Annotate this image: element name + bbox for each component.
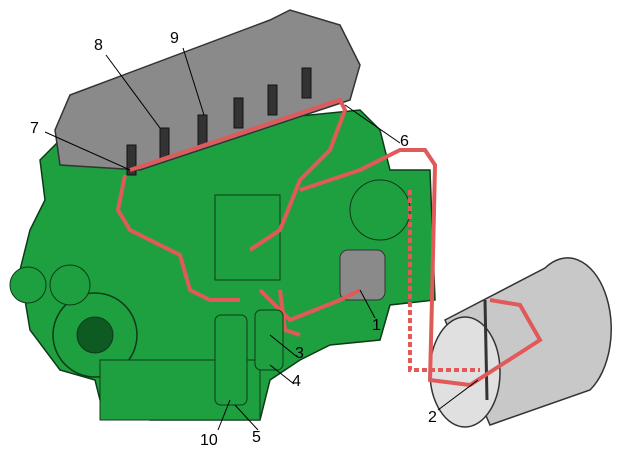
leader-lines xyxy=(44,47,479,431)
callout-3: 3 xyxy=(295,345,304,362)
injectors xyxy=(126,67,312,176)
callout-10: 10 xyxy=(200,432,218,449)
fuel-lines xyxy=(115,97,543,388)
callout-9: 9 xyxy=(170,30,179,47)
callout-7: 7 xyxy=(30,120,39,137)
callout-8: 8 xyxy=(94,37,103,54)
callout-5: 5 xyxy=(252,429,261,446)
callout-1: 1 xyxy=(372,317,381,334)
fuel-filters xyxy=(214,309,284,406)
callout-6: 6 xyxy=(400,133,409,150)
valve-cover xyxy=(54,9,361,171)
callout-2: 2 xyxy=(428,409,437,426)
fuel-tank xyxy=(429,257,612,428)
callout-4: 4 xyxy=(292,373,301,390)
